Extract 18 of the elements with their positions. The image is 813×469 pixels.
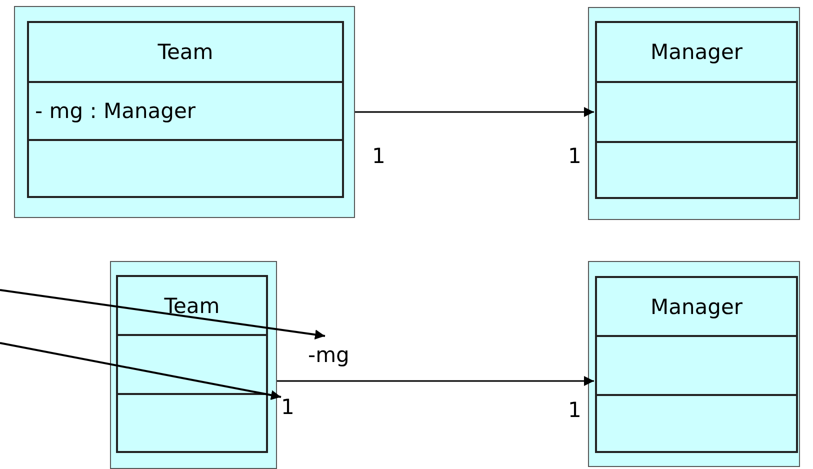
leader-arrow: [0, 342, 282, 400]
class-name-compartment: Manager: [595, 21, 798, 83]
multiplicity-label: 1: [568, 146, 582, 167]
class-frame: [588, 7, 800, 220]
leader-arrow: [0, 289, 326, 340]
association-arrow: [277, 376, 594, 386]
class-name-compartment: Team: [27, 21, 344, 83]
class-name-compartment: Team: [116, 275, 268, 336]
class-frame: [14, 6, 355, 218]
class-frame: [588, 261, 800, 467]
association-arrow: [355, 107, 594, 117]
multiplicity-label: 1: [372, 146, 386, 167]
role-name-text: -mg: [308, 345, 350, 366]
attribute-compartment: - mg : Manager: [27, 81, 344, 141]
class-name-compartment: Manager: [595, 276, 798, 337]
class-frame: [110, 261, 277, 469]
multiplicity-text: 1: [281, 397, 294, 418]
multiplicity-label: 1: [568, 400, 582, 421]
